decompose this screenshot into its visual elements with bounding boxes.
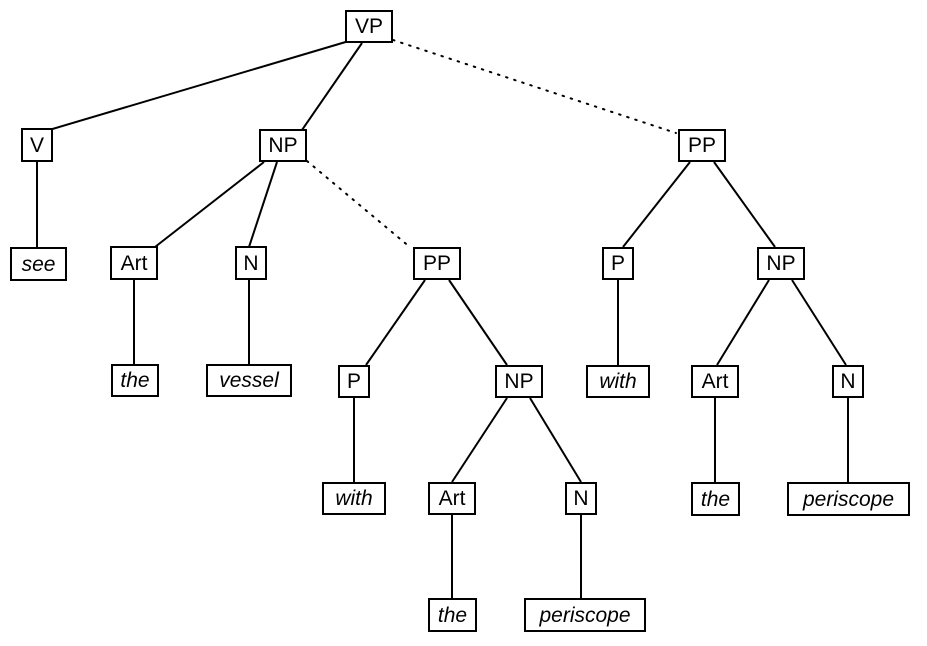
tree-edge-np_r-to-n_r	[791, 279, 847, 366]
leaf-node-with_r: with	[586, 365, 650, 398]
category-node-pp_m: PP	[413, 247, 461, 280]
category-node-np1: NP	[259, 129, 307, 162]
tree-edge-np_m-to-n_m	[529, 397, 582, 483]
tree-edge-np_r-to-art_r	[716, 279, 770, 366]
leaf-node-the_m: the	[428, 598, 477, 632]
category-node-art1: Art	[110, 246, 158, 280]
tree-edge-np1-to-pp_m	[306, 160, 412, 249]
category-node-pp_r: PP	[678, 129, 726, 162]
leaf-node-vessel: vessel	[206, 364, 292, 397]
tree-edge-pp_r-to-p_r	[622, 161, 691, 248]
category-node-art_r: Art	[691, 365, 739, 398]
tree-edge-pp_m-to-p_m	[365, 279, 426, 366]
category-node-n_m: N	[565, 482, 597, 515]
tree-edge-np1-to-n1	[248, 161, 278, 248]
tree-edge-pp_r-to-np_r	[713, 161, 776, 248]
category-node-v: V	[21, 128, 53, 162]
category-node-n_r: N	[832, 365, 864, 398]
category-node-art_m: Art	[428, 482, 476, 515]
category-node-p_r: P	[602, 247, 634, 280]
category-node-n1: N	[235, 246, 267, 280]
category-node-vp: VP	[345, 10, 393, 43]
leaf-node-with_m: with	[322, 482, 386, 515]
tree-edge-pp_m-to-np_m	[448, 279, 508, 366]
leaf-node-the_r: the	[691, 482, 740, 516]
leaf-node-see: see	[10, 247, 67, 281]
category-node-np_m: NP	[495, 365, 543, 398]
leaf-node-periscope_m: periscope	[524, 598, 646, 632]
tree-edge-np_m-to-art_m	[451, 397, 508, 483]
category-node-p_m: P	[338, 365, 370, 398]
tree-edge-np1-to-art1	[154, 161, 265, 248]
leaf-node-the1: the	[111, 364, 159, 397]
tree-edge-vp-to-v	[48, 40, 350, 131]
leaf-node-periscope_r: periscope	[787, 482, 910, 516]
category-node-np_r: NP	[757, 247, 805, 280]
tree-edge-vp-to-pp_r	[392, 39, 677, 134]
tree-edge-vp-to-np1	[301, 42, 363, 131]
